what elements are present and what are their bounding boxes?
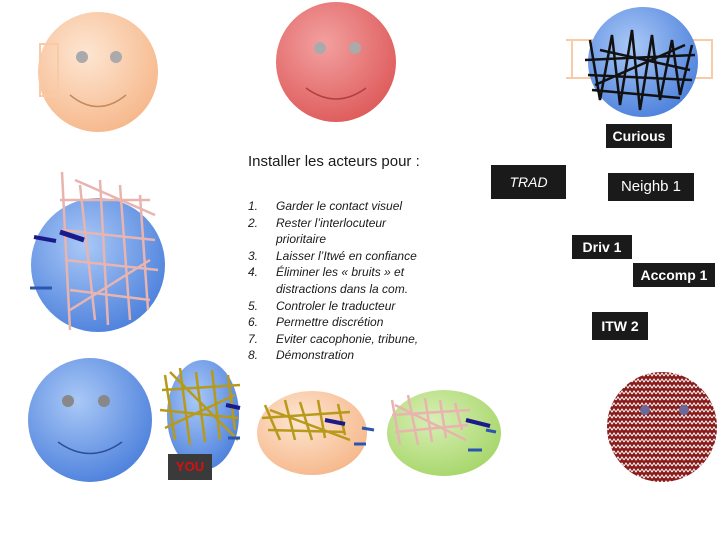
red-face xyxy=(276,2,396,122)
orange-face xyxy=(38,12,158,132)
blue-face-pink-hair xyxy=(30,171,165,332)
curious-face xyxy=(566,7,713,117)
list-item: 6.Permettre discrétion xyxy=(248,315,384,330)
list-item: 8.Démonstration xyxy=(248,348,355,363)
curious-label: Curious xyxy=(606,124,672,148)
list-item: 7.Eviter cacophonie, tribune, xyxy=(248,331,419,346)
list-item: 1.Garder le contact visuel xyxy=(248,199,403,213)
driv-label: Driv 1 xyxy=(572,235,632,259)
blue-face-bottom xyxy=(28,358,152,482)
orange-face-gold-hair xyxy=(257,391,375,475)
neighb-label: Neighb 1 xyxy=(608,173,694,201)
you-label: YOU xyxy=(168,454,212,480)
list-item: 2.Rester l’interlocuteur prioritaire xyxy=(248,215,387,247)
accomp-label: Accomp 1 xyxy=(633,263,715,287)
trad-label: TRAD xyxy=(491,165,566,199)
list-item: 3.Laisser l’Itwé en confiance xyxy=(248,248,417,263)
green-face-pink-hair xyxy=(387,390,501,476)
instructions-list: 1.Garder le contact visuel 2.Rester l’in… xyxy=(248,198,438,364)
list-item: 5.Controler le traducteur xyxy=(248,298,396,313)
patterned-face xyxy=(607,372,717,482)
you-face xyxy=(159,360,241,470)
list-item: 4.Éliminer les « bruits » et distraction… xyxy=(248,265,409,296)
itw-label: ITW 2 xyxy=(592,312,648,340)
instructions-title: Installer les acteurs pour : xyxy=(248,153,420,170)
